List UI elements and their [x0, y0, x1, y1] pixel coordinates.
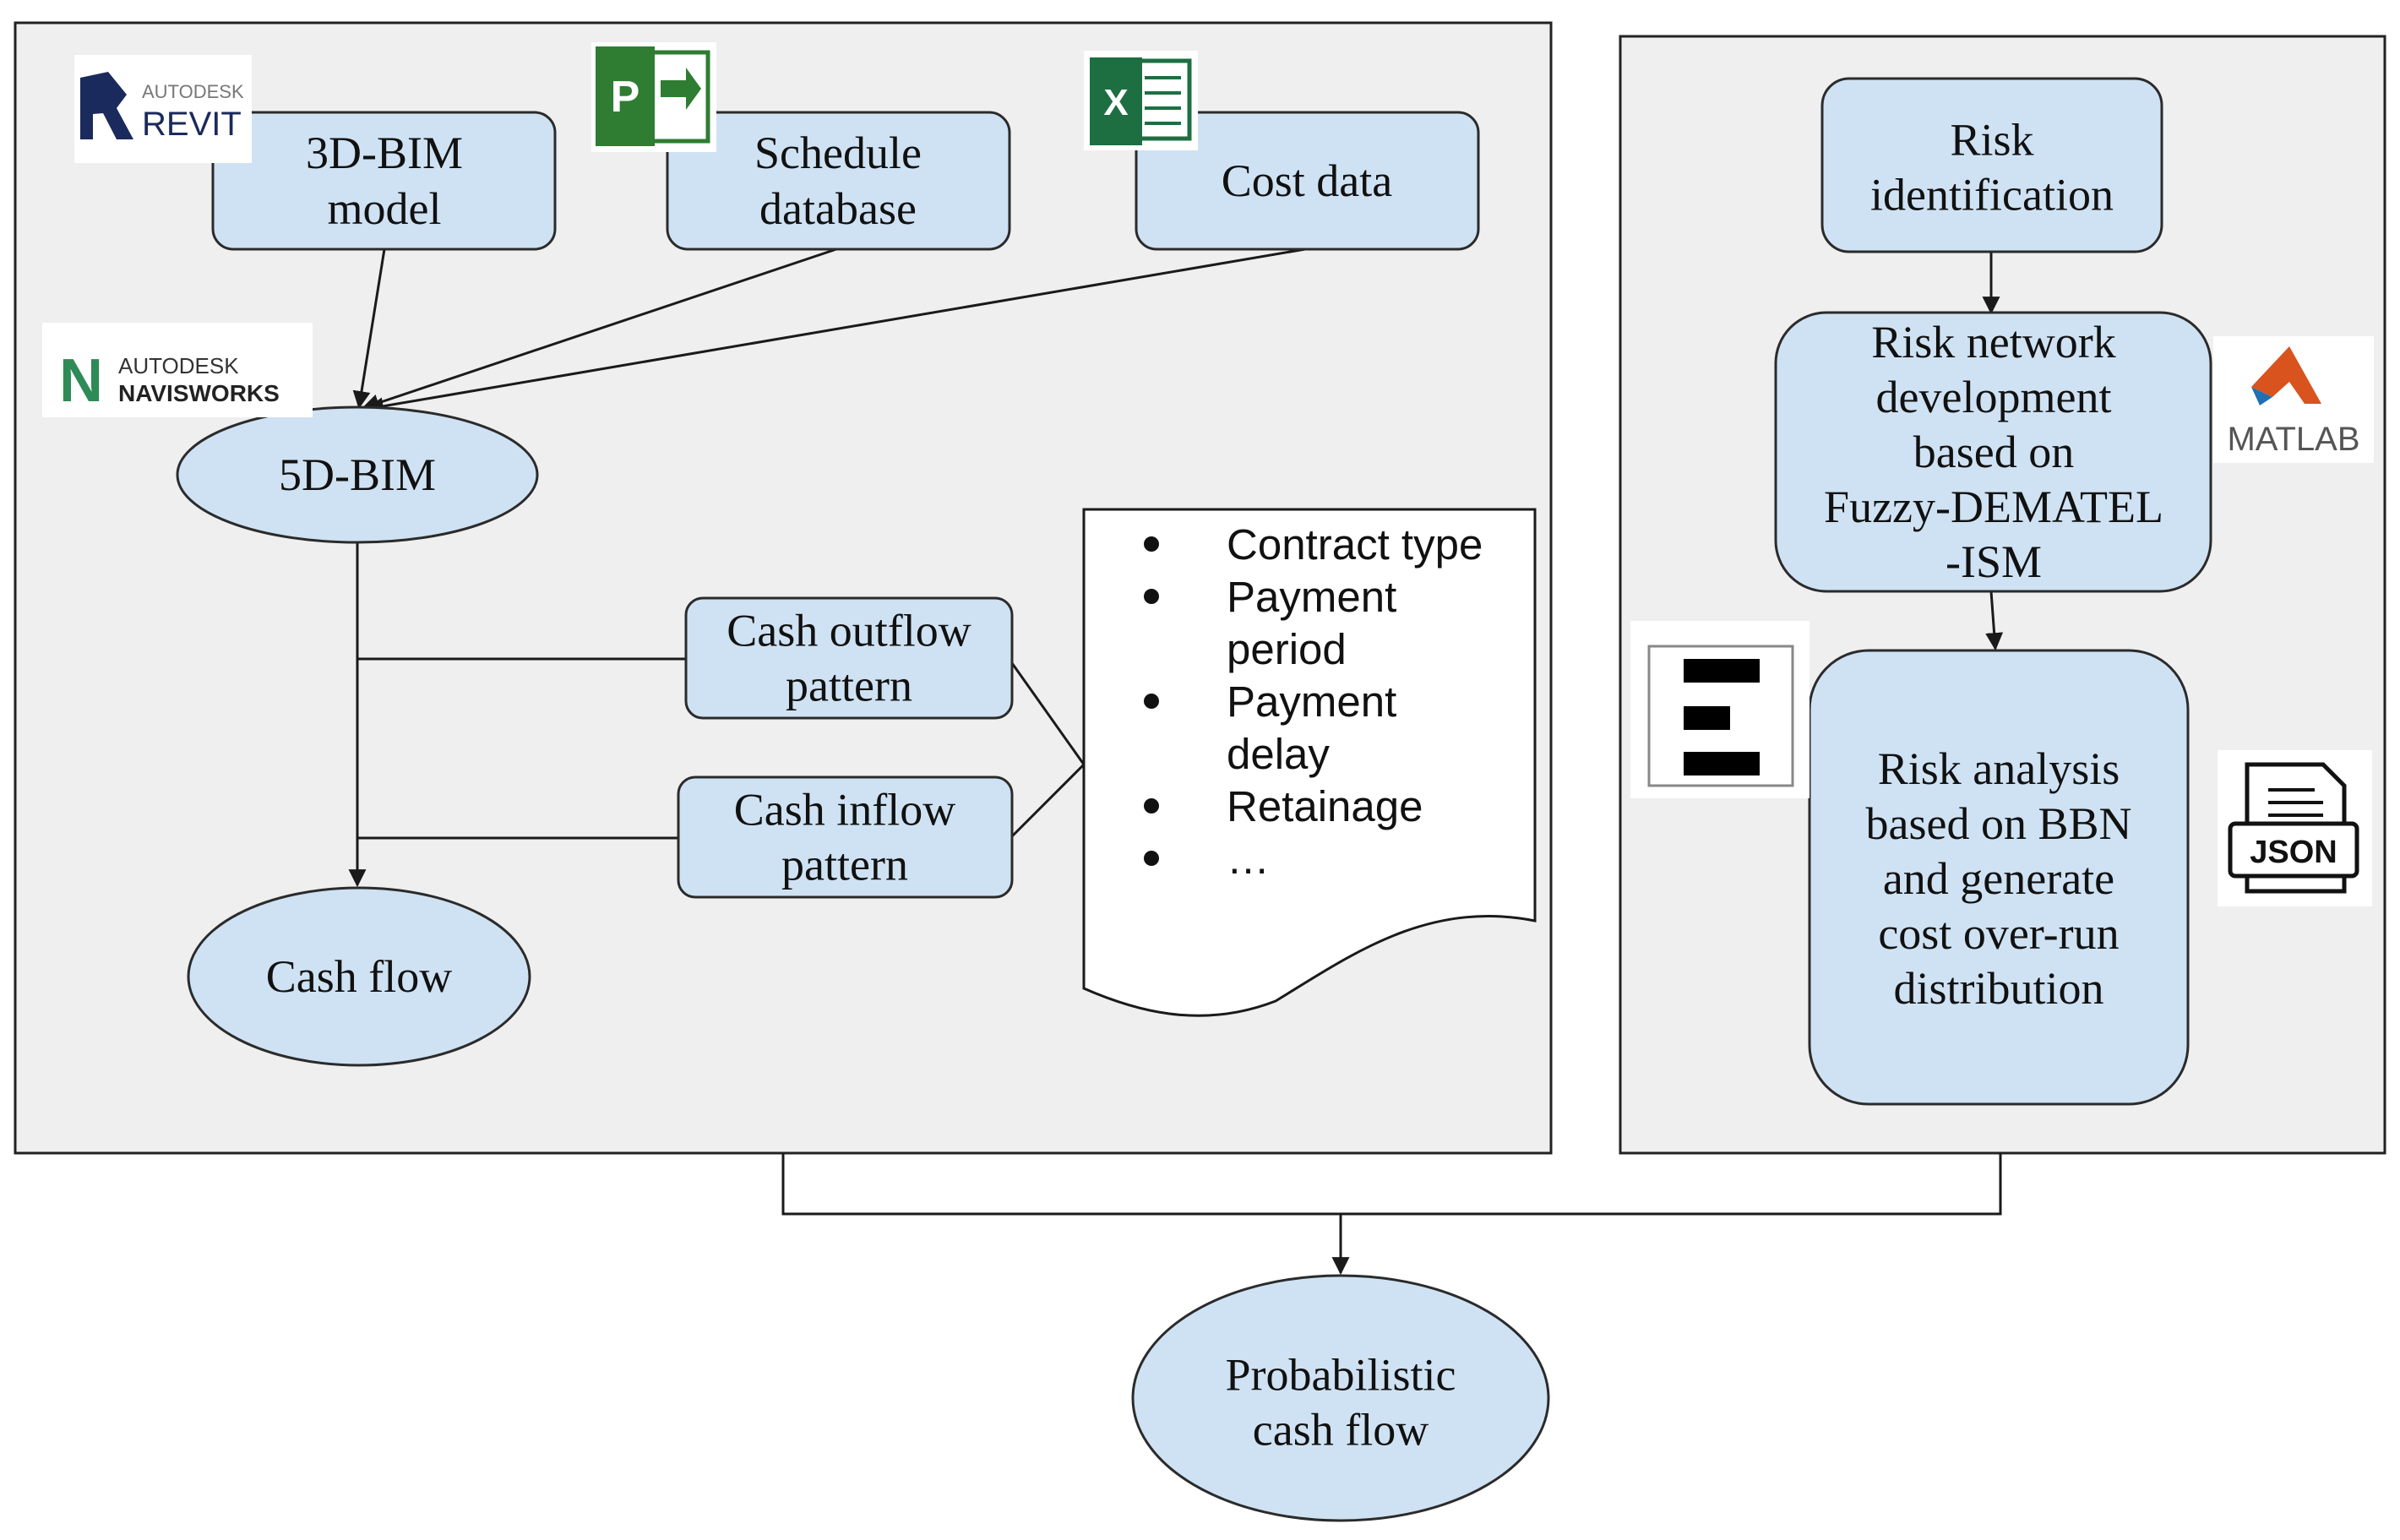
node-label-outflow-line-2: pattern [786, 661, 912, 711]
factor-bullet-2 [1144, 589, 1159, 604]
node-label-inflow-line-1: Cash inflow [734, 785, 956, 835]
revit-logo-vendor: AUTODESK [142, 81, 244, 102]
edge-cost-5dbim [365, 248, 1306, 416]
node-label-risk-network-line-2: development [1876, 372, 2112, 422]
factor-item-3-line-1: Payment [1227, 677, 1396, 726]
factor-bullet-3 [1144, 694, 1159, 709]
node-label-bim5d-line-1: 5D-BIM [279, 449, 436, 500]
node-label-bim3d-line-1: 3D-BIM [306, 128, 463, 178]
project-arrow-icon [661, 68, 701, 110]
excel-logo-letter: X [1103, 82, 1128, 123]
matlab-logo-word: MATLAB [2227, 421, 2359, 458]
node-label-risk-analysis-line-4: cost over-run [1878, 908, 2119, 959]
node-cash-outflow-pattern [684, 596, 1014, 720]
node-label-risk-id-line-2: identification [1870, 170, 2114, 220]
revit-icon [80, 72, 133, 139]
factor-item-3-line-2: delay [1227, 730, 1330, 778]
edge-schedule-5dbim [362, 248, 837, 411]
factor-item-4-line-1: Retainage [1227, 782, 1423, 830]
factor-bullet-1 [1144, 536, 1159, 552]
node-label-risk-network-line-4: Fuzzy-DEMATEL [1824, 482, 2163, 532]
factor-bullet-5 [1144, 851, 1159, 866]
navisworks-logo-vendor: AUTODESK [118, 353, 239, 378]
node-label-inflow-line-2: pattern [781, 840, 908, 890]
excel-logo: X [1084, 51, 1198, 150]
bar-list-icon [1630, 621, 1810, 798]
node-label-outflow-line-1: Cash outflow [727, 606, 971, 656]
json-file-icon: JSON [2218, 750, 2372, 906]
node-schedule-database [666, 111, 1011, 251]
factor-item-2-line-2: period [1227, 625, 1347, 673]
edge-network-analysis [1985, 590, 2004, 651]
node-label-probabilistic-line-2: cash flow [1253, 1405, 1429, 1456]
edge-merge [781, 1153, 2002, 1216]
project-badge-icon [596, 46, 655, 146]
node-label-probabilistic-line-1: Probabilistic [1226, 1350, 1456, 1401]
node-risk-network-development [1774, 311, 2212, 593]
factor-item-1-line-1: Contract type [1227, 520, 1483, 569]
factor-bullet-4 [1144, 798, 1159, 814]
node-label-cashflow-line-1: Cash flow [266, 951, 452, 1002]
node-label-risk-network-line-1: Risk network [1871, 317, 2116, 367]
node-5d-bim [176, 405, 539, 544]
navisworks-logo-product: NAVISWORKS [118, 380, 280, 406]
node-label-schedule-line-1: Schedule [754, 128, 922, 178]
node-label-risk-analysis-line-2: based on BBN [1866, 798, 2132, 849]
node-label-risk-network-line-3: based on [1913, 427, 2074, 477]
matlab-logo: MATLAB [2213, 336, 2374, 463]
node-label-risk-id-line-1: Risk [1950, 115, 2033, 166]
node-cash-flow [187, 886, 531, 1067]
navisworks-logo: N AUTODESK NAVISWORKS [42, 323, 313, 417]
revit-logo-product: REVIT [142, 106, 242, 143]
node-label-risk-analysis-line-5: distribution [1893, 963, 2103, 1014]
node-label-schedule-line-2: database [759, 183, 917, 234]
node-label-risk-network-line-5: -ISM [1946, 536, 2042, 587]
node-risk-identification [1820, 77, 2163, 253]
factor-item-2-line-1: Payment [1227, 573, 1396, 621]
factor-item-5-line-1: … [1227, 835, 1270, 883]
matlab-peak-icon [2251, 346, 2321, 404]
contract-factors-list: Contract typePaymentperiodPaymentdelayRe… [1144, 520, 1483, 883]
navisworks-logo-letter: N [59, 347, 103, 415]
node-risk-analysis [1808, 649, 2190, 1106]
node-label-risk-analysis-line-1: Risk analysis [1878, 743, 2120, 794]
edge-3dbim-5dbim [352, 248, 386, 410]
node-cost-data [1135, 111, 1480, 251]
node-probabilistic-cash-flow [1131, 1274, 1550, 1522]
node-label-risk-analysis-line-3: and generate [1883, 853, 2114, 904]
revit-logo: AUTODESK REVIT [74, 55, 252, 163]
project-logo-letter: P [611, 73, 640, 122]
ms-project-logo: P [591, 42, 716, 152]
node-3d-bim-model [211, 111, 557, 251]
node-label-bim3d-line-2: model [328, 183, 442, 234]
contract-factors-document [1082, 508, 1537, 1017]
excel-badge-icon [1090, 57, 1142, 145]
node-cash-inflow-pattern [677, 775, 1014, 899]
node-label-cost-line-1: Cost data [1222, 155, 1393, 206]
json-icon-label: JSON [2250, 835, 2337, 870]
